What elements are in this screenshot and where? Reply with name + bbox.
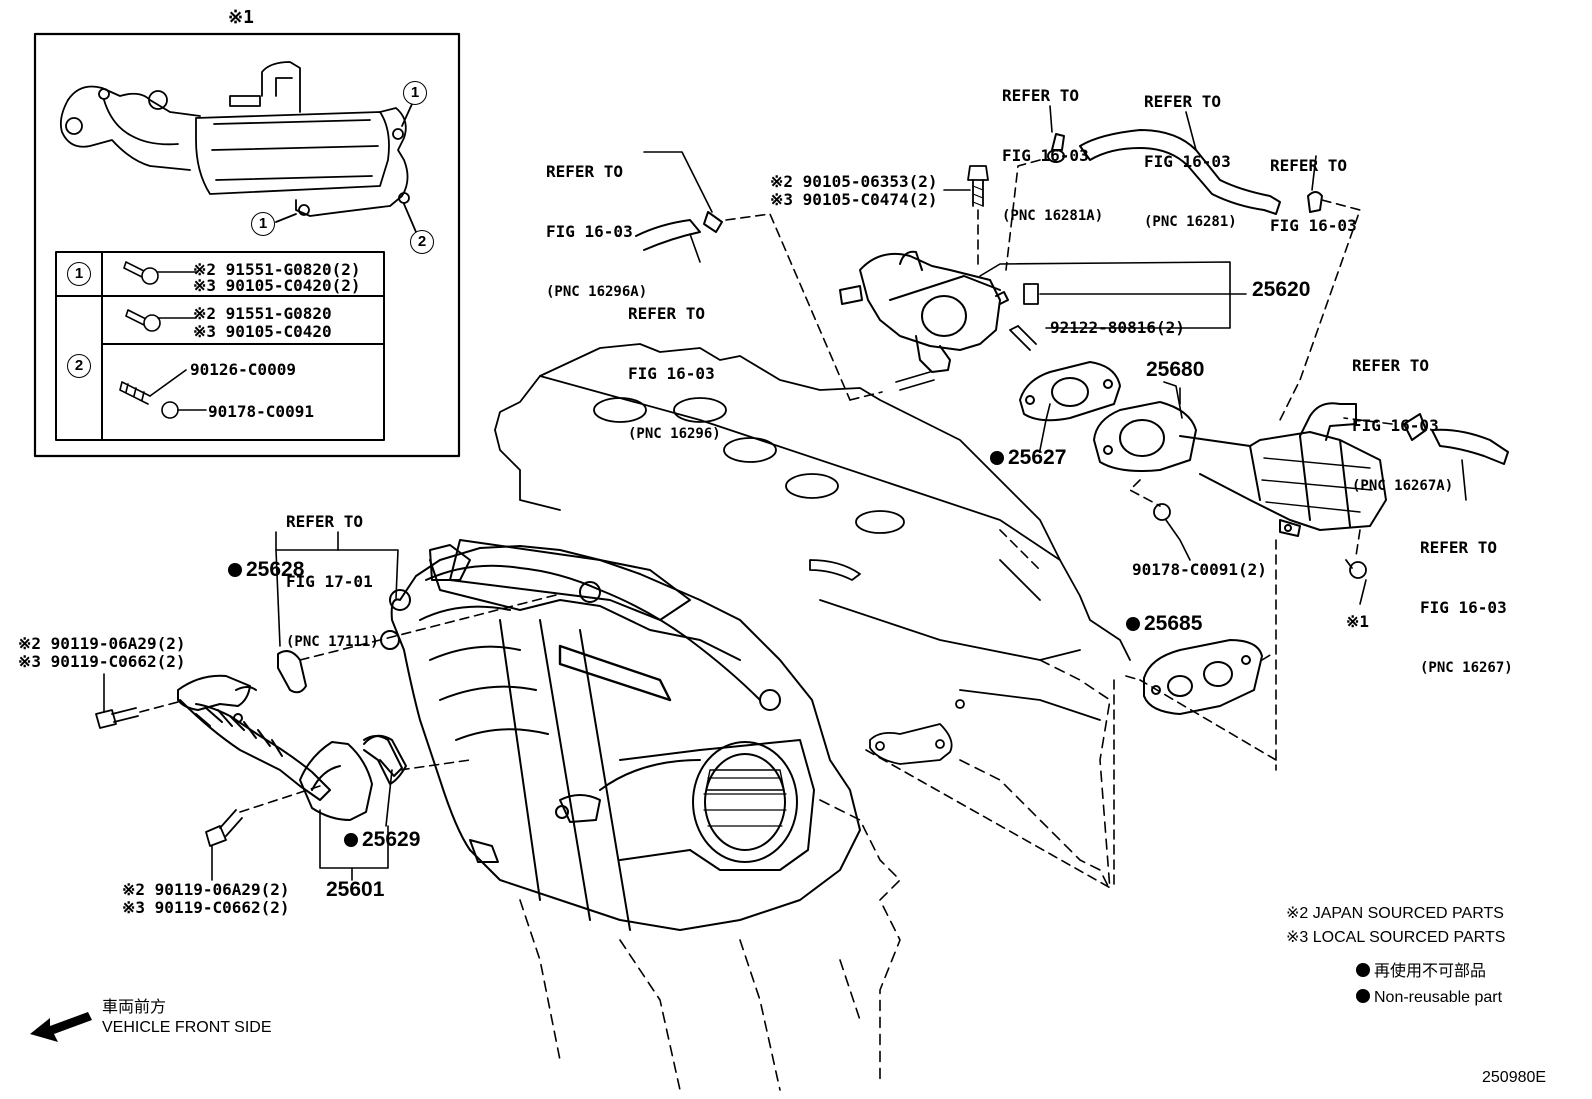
ref-line1: REFER TO — [286, 512, 364, 531]
gasket-25685-drawing — [1143, 639, 1263, 715]
ref-line3: (PNC 16296) — [628, 426, 721, 442]
non-reusable-dot-icon — [344, 833, 358, 847]
engine-block-dashed — [519, 659, 1111, 1091]
bolt-top-local: ※3 90105-C0474(2) — [770, 190, 938, 209]
hoses-and-clamps-drawing — [277, 129, 1509, 777]
part-25628-number: 25628 — [246, 558, 305, 581]
part-25628: 25628 — [228, 558, 305, 581]
part-25627-number: 25627 — [1008, 446, 1067, 469]
ref-line2: FIG 16-03 — [1352, 416, 1439, 435]
ref-line1: REFER TO — [1270, 156, 1348, 175]
non-reusable-dot-icon — [228, 563, 242, 577]
ref-line3: (PNC 16296A) — [546, 284, 648, 300]
inset-row-key-1: 1 — [67, 262, 91, 286]
bolt-bottom-local: ※3 90119-C0662(2) — [122, 898, 290, 917]
inset-row1-part-a: ※2 91551-G0820(2) — [193, 260, 361, 279]
non-reusable-dot-icon — [990, 451, 1004, 465]
ref-line1: REFER TO — [1352, 356, 1430, 375]
bolt-left-local: ※3 90119-C0662(2) — [18, 652, 186, 671]
figure-id: 250980E — [1482, 1069, 1547, 1086]
bolt-top-japan: ※2 90105-06353(2) — [770, 172, 938, 191]
intake-manifold-drawing — [380, 539, 861, 931]
ref-pnc-16281: REFER TO FIG 16-03 (PNC 16281) — [1144, 52, 1237, 252]
inset-row2-extra-b: 90178-C0091 — [208, 402, 314, 421]
egr-valve-drawing — [839, 250, 1009, 391]
inset-bolt-drawings — [119, 261, 207, 419]
ref-pnc-17111: REFER TO FIG 17-01 (PNC 17111) — [286, 472, 379, 672]
part-25680: 25680 — [1146, 358, 1205, 381]
ref-line3: (PNC 16281) — [1144, 214, 1237, 230]
collar-and-stud-drawing — [1009, 283, 1039, 351]
non-reusable-dot-icon — [1356, 963, 1370, 977]
leader-lines — [103, 105, 1467, 881]
inset-row1-part-b: ※3 90105-C0420(2) — [193, 276, 361, 295]
bolt-bottom-japan: ※2 90119-06A29(2) — [122, 880, 290, 899]
legend-local-sourced: ※3 LOCAL SOURCED PARTS — [1286, 929, 1506, 946]
ref-line3: (PNC 16267) — [1420, 660, 1513, 676]
inset-egr-cooler-drawing — [59, 61, 417, 233]
nut-90178-drawing — [1153, 503, 1367, 579]
inset-callout-1-bottom: 1 — [251, 212, 275, 236]
front-label-jp: 車両前方 — [102, 999, 167, 1016]
legend-japan-sourced: ※2 JAPAN SOURCED PARTS — [1286, 905, 1504, 922]
ref-line3: (PNC 16267A) — [1352, 478, 1454, 494]
inset-row2-part-a: ※2 91551-G0820 — [193, 304, 332, 323]
inset-box — [33, 32, 461, 458]
part-25685-number: 25685 — [1144, 612, 1203, 635]
ref-pnc-16267a: REFER TO FIG 16-03 (PNC 16267A) — [1352, 316, 1453, 516]
inset-title: ※1 — [228, 7, 254, 28]
stud-92122: 92122-80816(2) — [1050, 318, 1185, 337]
ref-line1: REFER TO — [546, 162, 624, 181]
egr-valve-bolt-drawing — [967, 165, 989, 207]
ref-line2: FIG 16-03 — [1420, 598, 1507, 617]
legend-non-reusable-jp-text: 再使用不可部品 — [1374, 963, 1487, 980]
ref-line2: FIG 16-03 — [1144, 152, 1231, 171]
throttle-body-drawing — [555, 739, 815, 871]
part-25627: 25627 — [990, 446, 1067, 469]
ref-pnc-16296a: REFER TO FIG 16-03 (PNC 16296A) — [546, 122, 647, 322]
ref-star-1: ※1 — [1346, 612, 1370, 631]
ref-line2: FIG 16-03 — [628, 364, 715, 383]
ref-pnc-16296: REFER TO FIG 16-03 (PNC 16296) — [628, 264, 721, 464]
inset-row2-part-b: ※3 90105-C0420 — [193, 322, 332, 341]
inset-row-key-2: 2 — [67, 354, 91, 378]
ref-line3: (PNC 16281A) — [1002, 208, 1104, 224]
ref-line1: REFER TO — [1002, 86, 1080, 105]
legend-non-reusable-jp: 再使用不可部品 — [1356, 962, 1486, 982]
bolt-left-japan: ※2 90119-06A29(2) — [18, 634, 186, 653]
front-label-en: VEHICLE FRONT SIDE — [102, 1019, 272, 1036]
ref-line1: REFER TO — [1420, 538, 1498, 557]
ref-line1: REFER TO — [1144, 92, 1222, 111]
ref-fig-16-03: REFER TO FIG 16-03 — [1270, 116, 1357, 256]
egr-cooler-drawing — [1093, 401, 1387, 537]
ref-pnc-16267: REFER TO FIG 16-03 (PNC 16267) — [1420, 498, 1513, 698]
part-25601: 25601 — [326, 878, 385, 901]
ref-line1: REFER TO — [628, 304, 706, 323]
gasket-25627-drawing — [1019, 361, 1121, 422]
ref-line3: (PNC 17111) — [286, 634, 379, 650]
inset-callout-1-top: 1 — [403, 81, 427, 105]
egr-pipe-drawing — [177, 674, 407, 821]
legend-non-reusable-en-text: Non-reusable part — [1374, 989, 1503, 1006]
inset-callout-2: 2 — [410, 230, 434, 254]
assembly-dashed-lines — [139, 159, 1393, 891]
non-reusable-dot-icon — [1356, 989, 1370, 1003]
ref-line2: FIG 16-03 — [546, 222, 633, 241]
ref-line2: FIG 16-03 — [1002, 146, 1089, 165]
front-arrow-icon — [30, 1012, 92, 1042]
non-reusable-dot-icon — [1126, 617, 1140, 631]
legend-non-reusable-en: Non-reusable part — [1356, 988, 1502, 1008]
part-25620: 25620 — [1252, 278, 1311, 301]
engine-head-outline — [494, 343, 1131, 765]
part-25629: 25629 — [344, 828, 421, 851]
ref-line2: FIG 17-01 — [286, 572, 373, 591]
ref-line2: FIG 16-03 — [1270, 216, 1357, 235]
nut-90178: 90178-C0091(2) — [1132, 560, 1267, 579]
part-25629-number: 25629 — [362, 828, 421, 851]
part-25685: 25685 — [1126, 612, 1203, 635]
left-bolts-drawing — [95, 707, 243, 847]
inset-row2-extra-a: 90126-C0009 — [190, 360, 296, 379]
ref-pnc-16281a: REFER TO FIG 16-03 (PNC 16281A) — [1002, 46, 1103, 246]
